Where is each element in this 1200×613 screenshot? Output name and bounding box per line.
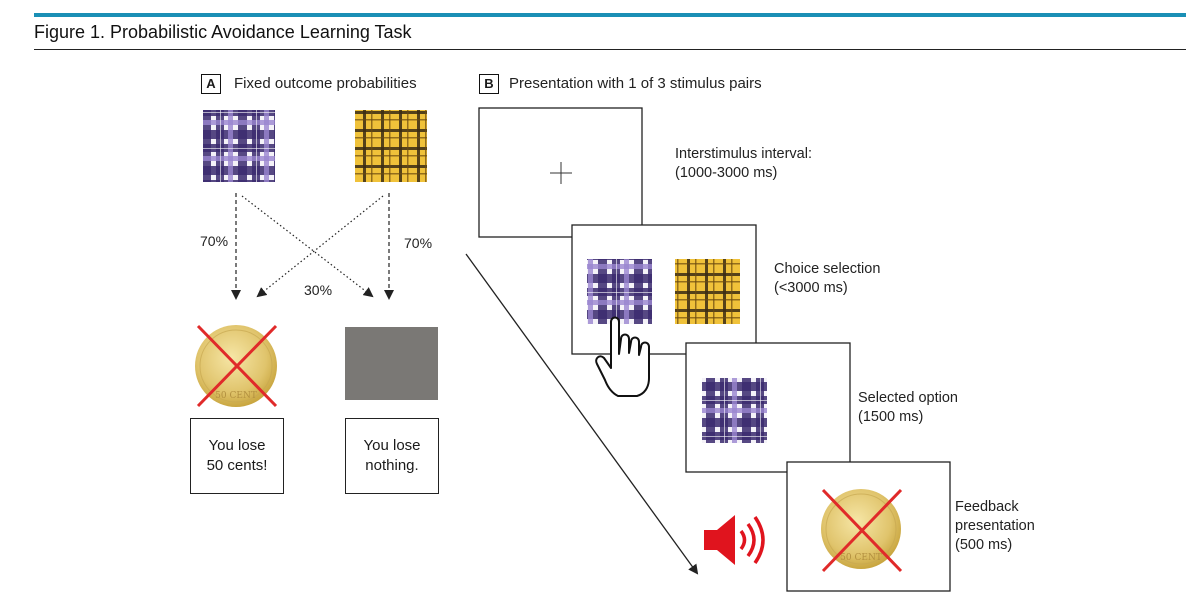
neutral-outcome-gray xyxy=(345,327,438,400)
arrow-cross-right-to-left xyxy=(256,195,384,298)
header-rule xyxy=(34,49,1186,50)
step-4-line3: (500 ms) xyxy=(955,537,1013,553)
panel-a-title: Fixed outcome probabilities xyxy=(234,75,417,92)
panel-a: 50 CENT xyxy=(195,110,438,408)
feedback-red-cross-icon xyxy=(821,488,903,573)
outcome-loss-line1: You lose xyxy=(208,437,266,454)
outcome-neutral-box: You lose nothing. xyxy=(345,418,439,494)
step-1-line2: (1000-3000 ms) xyxy=(675,165,778,181)
step-2-line2: (<3000 ms) xyxy=(774,280,848,296)
outcome-neutral-line1: You lose xyxy=(363,437,421,454)
prob-right-label: 70% xyxy=(404,235,433,251)
panel-b-letter: B xyxy=(479,74,499,94)
svg-text:50 CENT: 50 CENT xyxy=(215,391,257,401)
outcome-loss-line2: 50 cents! xyxy=(206,457,268,474)
step-3-line1: Selected option xyxy=(858,390,958,406)
step-label-choice: Choice selection (<3000 ms) xyxy=(774,260,880,298)
yellow-plaid-stimulus xyxy=(355,110,427,182)
panel-a-letter: A xyxy=(201,74,221,94)
step-2-line1: Choice selection xyxy=(774,261,881,277)
outcome-loss-box: You lose 50 cents! xyxy=(190,418,284,494)
timeline-arrow xyxy=(465,253,699,575)
prob-left-label: 70% xyxy=(200,233,229,249)
svg-text:50 CENT: 50 CENT xyxy=(840,553,882,563)
header-accent-bar xyxy=(34,13,1186,17)
panel-b-title: Presentation with 1 of 3 stimulus pairs xyxy=(509,75,762,92)
speaker-icon xyxy=(704,515,765,565)
step-label-selected: Selected option (1500 ms) xyxy=(858,389,958,427)
plus-icon xyxy=(550,162,572,184)
step-4-line2: presentation xyxy=(955,518,1035,534)
step-label-feedback: Feedback presentation (500 ms) xyxy=(955,498,1035,555)
selected-purple-stimulus xyxy=(702,378,767,443)
step-3-line2: (1500 ms) xyxy=(858,409,924,425)
prob-cross-label: 30% xyxy=(304,282,333,298)
panel-b: 50 CENT xyxy=(465,107,951,592)
red-cross-icon xyxy=(196,324,278,408)
choice-yellow-stimulus xyxy=(675,259,740,324)
step-label-interstimulus: Interstimulus interval: (1000-3000 ms) xyxy=(675,145,812,183)
arrow-cross-left-to-right xyxy=(241,195,374,298)
purple-plaid-stimulus xyxy=(203,110,275,182)
choice-purple-stimulus xyxy=(587,259,652,324)
step-1-line1: Interstimulus interval: xyxy=(675,146,812,162)
figure-title: Figure 1. Probabilistic Avoidance Learni… xyxy=(34,22,412,42)
step-4-line1: Feedback xyxy=(955,499,1019,515)
pointing-hand-icon xyxy=(595,316,650,397)
outcome-neutral-line2: nothing. xyxy=(365,457,419,474)
